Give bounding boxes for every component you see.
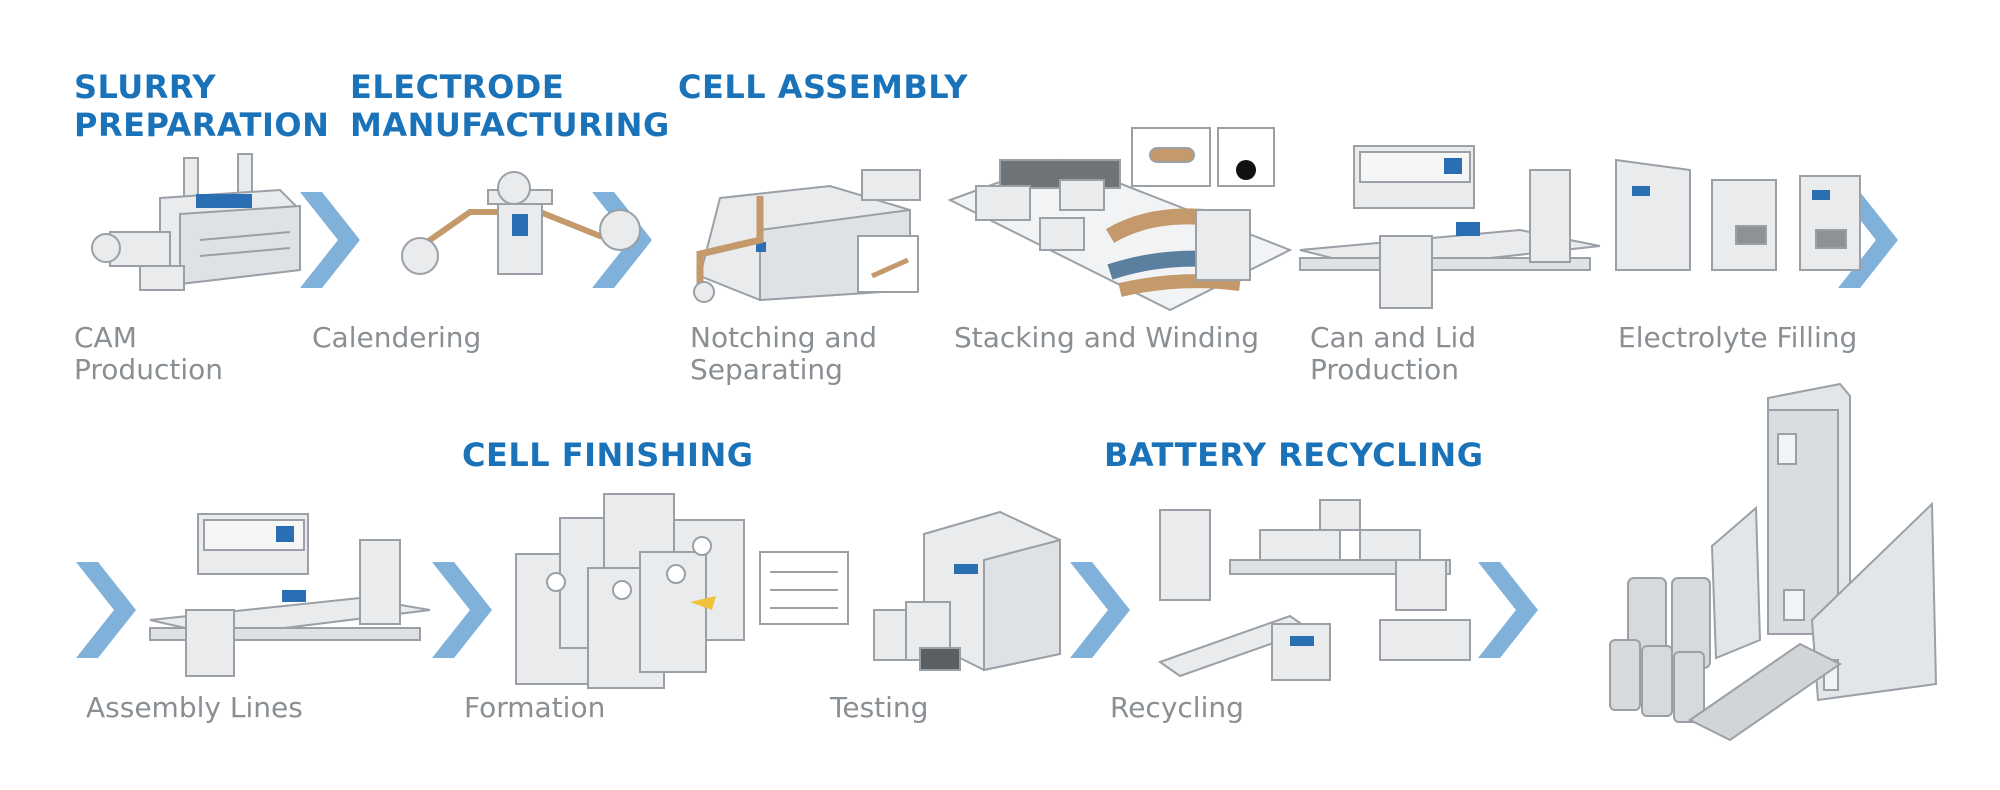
step-label-assembly-lines: Assembly Lines	[86, 691, 303, 724]
step-label-stacking: Stacking and Winding	[954, 321, 1259, 354]
step-label-calendering: Calendering	[312, 321, 482, 354]
heading-cell-finishing: CELL FINISHING	[462, 436, 754, 474]
step-label-formation: Formation	[464, 691, 606, 724]
step-label-electrolyte: Electrolyte Filling	[1618, 321, 1858, 354]
calender-machine-icon	[401, 171, 641, 275]
chevron-right-icon	[76, 562, 136, 658]
chevron-right-icon	[432, 562, 492, 658]
step-label-testing: Testing	[830, 691, 929, 724]
heading-battery-recycling: BATTERY RECYCLING	[1104, 436, 1484, 474]
stacking-winding-icon	[947, 127, 1293, 312]
heading-electrode-manufacturing: ELECTRODE MANUFACTURING	[350, 68, 670, 144]
battery-cells-icon	[1609, 382, 1938, 742]
step-label-recycling: Recycling	[1110, 691, 1244, 724]
testing-chamber-icon	[873, 510, 1061, 672]
heading-slurry-preparation: SLURRY PREPARATION	[74, 68, 330, 144]
heading-cell-assembly: CELL ASSEMBLY	[678, 68, 968, 106]
step-label-cam-production: CAM Production	[74, 321, 223, 386]
chevron-right-icon	[300, 192, 360, 288]
chevron-right-icon	[1478, 562, 1538, 658]
step-label-notching: Notching and Separating	[690, 321, 878, 386]
formation-racks-icon	[515, 493, 849, 689]
recycling-plant-icon	[1157, 499, 1471, 681]
notching-machine-icon	[693, 169, 921, 303]
mixer-machine-icon	[91, 153, 301, 291]
step-label-can-lid: Can and Lid Production	[1310, 321, 1477, 386]
chevron-right-icon	[1070, 562, 1130, 658]
assembly-line-icon	[149, 513, 431, 677]
filling-stations-icon	[1615, 158, 1861, 271]
can-lid-line-icon	[1299, 145, 1601, 309]
